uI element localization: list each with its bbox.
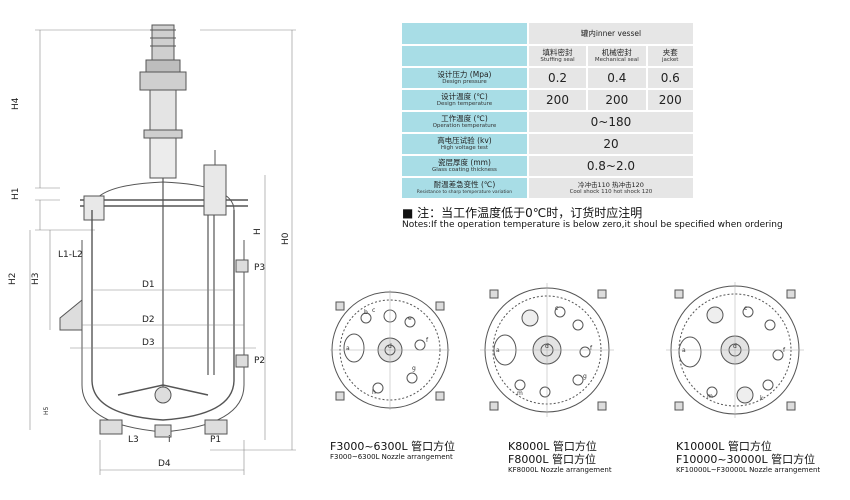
- nozzle-letter: h: [372, 389, 376, 396]
- table-cell: 0~180: [527, 111, 696, 134]
- nozzle-plan-2: [480, 283, 614, 417]
- dim-h: H: [253, 228, 263, 235]
- bottom-leg: [99, 419, 123, 435]
- impeller-hub: [154, 386, 172, 404]
- table-row-label: 设计压力 (Mpa) Design pressure: [402, 67, 529, 90]
- label-p1: P1: [210, 435, 221, 445]
- nozzle-letter: e: [408, 315, 412, 322]
- caption-plan-3: K10000L 管口方位 F10000~30000L 管口方位 KF10000L…: [676, 440, 821, 474]
- table-cell: 200: [587, 89, 648, 112]
- nozzle-letter: c: [744, 305, 747, 312]
- table-cell: 0.8~2.0: [527, 155, 696, 178]
- bottom-outlet: [154, 424, 172, 438]
- bottom-leg: [204, 419, 228, 435]
- label-p3: P3: [254, 263, 265, 273]
- nozzle-letter: k: [760, 395, 764, 402]
- caption-plan-2: K8000L 管口方位 F8000L 管口方位 KF8000L Nozzle a…: [508, 440, 612, 474]
- nozzle-letter: c: [555, 305, 558, 312]
- dim-h1: H1: [11, 188, 21, 201]
- dim-d4: D4: [158, 459, 171, 469]
- nozzle-letter: a: [682, 347, 686, 354]
- note-english: Notes:If the operation temperature is be…: [402, 220, 783, 230]
- nozzle-letter: a: [496, 347, 500, 354]
- table-row-label: 耐温差急变性 (℃) Resistance to sharp temperatu…: [402, 177, 529, 200]
- nozzle-letter: f: [783, 347, 786, 354]
- table-cell: 冷冲击110 热冲击120 Cool shock 110 hot shock 1…: [527, 177, 696, 200]
- nozzle-letter: c: [372, 307, 375, 314]
- p3-nozzle: [235, 259, 249, 273]
- table-row-label: 高电压试验 (kv) High voltage test: [402, 133, 529, 156]
- support-lug: [59, 298, 83, 331]
- vessel-shell: [91, 210, 235, 421]
- frame: [149, 89, 177, 131]
- dim-i: i: [168, 435, 171, 445]
- table-cell: 0.4: [587, 67, 648, 90]
- nozzle-letter: b: [364, 309, 368, 316]
- nozzle-plan-3: [666, 282, 804, 418]
- nozzle-letter: f: [426, 337, 429, 344]
- dim-l1l2: L1-L2: [58, 250, 83, 260]
- nozzle-letter: g: [412, 365, 416, 372]
- dim-l3: L3: [128, 435, 139, 445]
- nozzle-letter: f: [590, 345, 593, 352]
- dim-h2: H2: [8, 273, 18, 286]
- dim-h5: H5: [43, 406, 50, 415]
- table-cell: 0.2: [527, 67, 589, 90]
- dim-h3: H3: [31, 273, 41, 286]
- nozzle-letter: d: [733, 343, 737, 350]
- table-subheader: 机械密封 Mechanical seal: [587, 45, 648, 68]
- nozzle-letter: d: [545, 343, 549, 350]
- dim-d3: D3: [142, 338, 155, 348]
- table-subheader: 夹套 jacket: [646, 45, 695, 68]
- dim-d1: D1: [142, 280, 155, 290]
- nozzle-letter: d: [388, 343, 392, 350]
- table-cell: 200: [646, 89, 695, 112]
- table-header-inner-vessel: 罐内inner vessel: [527, 23, 696, 46]
- table-cell: 200: [527, 89, 589, 112]
- label-p2: P2: [254, 356, 265, 366]
- dim-d2: D2: [142, 315, 155, 325]
- note-chinese: ■ 注：当工作温度低于0℃时，订货时应注明: [402, 206, 643, 220]
- dim-h0: H0: [281, 232, 291, 245]
- nozzle-letter: g: [583, 373, 587, 380]
- nozzle-letter: m: [517, 390, 523, 397]
- p2-nozzle: [235, 354, 249, 368]
- seal-housing: [149, 137, 177, 179]
- dim-h4: H4: [11, 97, 21, 110]
- table-subheader: 填料密封 Stuffing seal: [527, 45, 589, 68]
- table-cell: 20: [527, 133, 696, 156]
- left-nozzle: [83, 195, 105, 221]
- table-cell: 0.6: [646, 67, 695, 90]
- impeller: [117, 384, 209, 396]
- table-row-label: 设计温度 (℃) Design temperature: [402, 89, 529, 112]
- nozzle-plan-1: [330, 290, 450, 410]
- spec-table: 罐内inner vessel 填料密封 Stuffing seal 机械密封 M…: [402, 23, 696, 200]
- caption-plan-1: F3000~6300L 管口方位 F3000~6300L Nozzle arra…: [330, 440, 456, 461]
- table-row-label: 瓷层厚度 (mm) Glass coating thickness: [402, 155, 529, 178]
- nozzle-letter: m: [707, 393, 713, 400]
- nozzle-letter: a: [346, 345, 350, 352]
- table-row-label: 工作温度 (℃) Operation temperature: [402, 111, 529, 134]
